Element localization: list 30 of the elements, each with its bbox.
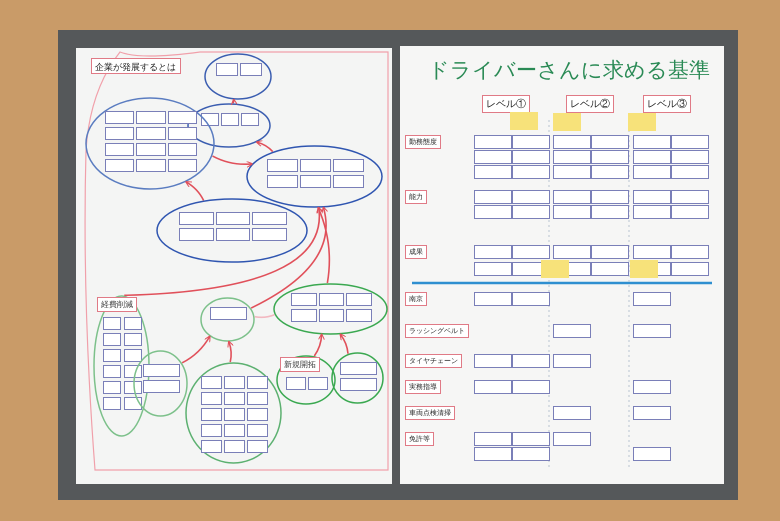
group-outline bbox=[85, 97, 215, 190]
group-outline bbox=[185, 362, 282, 464]
arrow bbox=[230, 98, 238, 106]
arrow bbox=[339, 333, 349, 354]
poster-title: ドライバーさんに求める基準 bbox=[428, 57, 710, 84]
arrow bbox=[184, 181, 204, 201]
arrow bbox=[256, 140, 274, 152]
arrow bbox=[250, 206, 328, 309]
group-outline bbox=[246, 145, 383, 208]
group-outline bbox=[93, 295, 150, 437]
group-outline bbox=[187, 103, 271, 148]
heading-label: 新規開拓 bbox=[280, 357, 320, 372]
group-outline bbox=[331, 352, 384, 404]
arrow bbox=[314, 333, 325, 356]
arrow bbox=[182, 335, 211, 364]
group-outline bbox=[200, 297, 255, 342]
title-box: 企業が発展するとは bbox=[91, 58, 181, 74]
column-header: レベル③ bbox=[643, 95, 691, 113]
arrow bbox=[227, 340, 234, 362]
group-outline bbox=[273, 283, 388, 335]
column-header: レベル① bbox=[482, 95, 530, 113]
group-outline bbox=[204, 53, 272, 100]
group-outline bbox=[133, 350, 188, 417]
arrow bbox=[316, 206, 330, 284]
column-header: レベル② bbox=[566, 95, 614, 113]
heading-label: 経費削減 bbox=[97, 297, 137, 312]
arrow bbox=[212, 155, 254, 168]
group-outline bbox=[276, 355, 336, 405]
group-outline bbox=[156, 198, 308, 263]
arrow bbox=[124, 206, 322, 296]
